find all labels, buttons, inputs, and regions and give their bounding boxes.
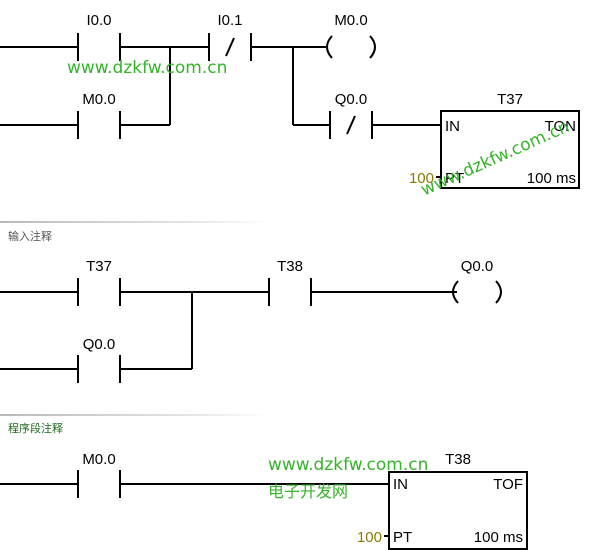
network-2-comment[interactable]: 输入注释 xyxy=(8,230,52,243)
coil-m0-0-label: M0.0 xyxy=(334,12,367,29)
network-3-comment[interactable]: 程序段注释 xyxy=(8,422,63,435)
timer-t37-base: 100 ms xyxy=(527,170,576,187)
contact-q0-0-label: Q0.0 xyxy=(83,336,116,353)
network-1[interactable] xyxy=(0,33,580,189)
contact-i0-1-label: I0.1 xyxy=(217,12,242,29)
timer-t38-type: TOF xyxy=(493,476,523,493)
contact-m0-0-label: M0.0 xyxy=(82,91,115,108)
coil-q0-0-label: Q0.0 xyxy=(461,258,494,275)
timer-t38-in-label: IN xyxy=(393,476,408,493)
timer-t38-base: 100 ms xyxy=(474,529,523,546)
timer-t37-preset: 100 xyxy=(409,170,434,187)
timer-t38-preset: 100 xyxy=(357,529,382,546)
network-2[interactable] xyxy=(0,278,502,383)
network-3-separator xyxy=(0,414,270,416)
network-3-labels: M0.0 T38 IN TOF PT 100 ms 100 xyxy=(82,451,523,546)
network-2-separator xyxy=(0,221,270,223)
watermark-url-1: www.dzkfw.com.cn xyxy=(67,58,228,78)
network-1-labels: I0.0 I0.1 M0.0 M0.0 Q0.0 T37 IN TON PT 1… xyxy=(82,12,576,187)
network-3[interactable] xyxy=(0,470,528,550)
contact-t38-label: T38 xyxy=(277,258,303,275)
timer-t37-pt-label: PT xyxy=(445,170,464,187)
contact-m0-0-label: M0.0 xyxy=(82,451,115,468)
watermark-url-3: www.dzkfw.com.cn xyxy=(268,455,429,475)
timer-t38-name: T38 xyxy=(445,451,471,468)
contact-q0-0-label: Q0.0 xyxy=(335,91,368,108)
timer-t37-type: TON xyxy=(545,118,576,135)
contact-t37-label: T37 xyxy=(86,258,112,275)
contact-i0-0-label: I0.0 xyxy=(86,12,111,29)
network-2-labels: T37 T38 Q0.0 Q0.0 xyxy=(83,258,494,353)
timer-t37-in-label: IN xyxy=(445,118,460,135)
timer-t38-pt-label: PT xyxy=(393,529,412,546)
timer-t37-name: T37 xyxy=(497,91,523,108)
watermark-site-name: 电子开发网 xyxy=(268,482,349,501)
